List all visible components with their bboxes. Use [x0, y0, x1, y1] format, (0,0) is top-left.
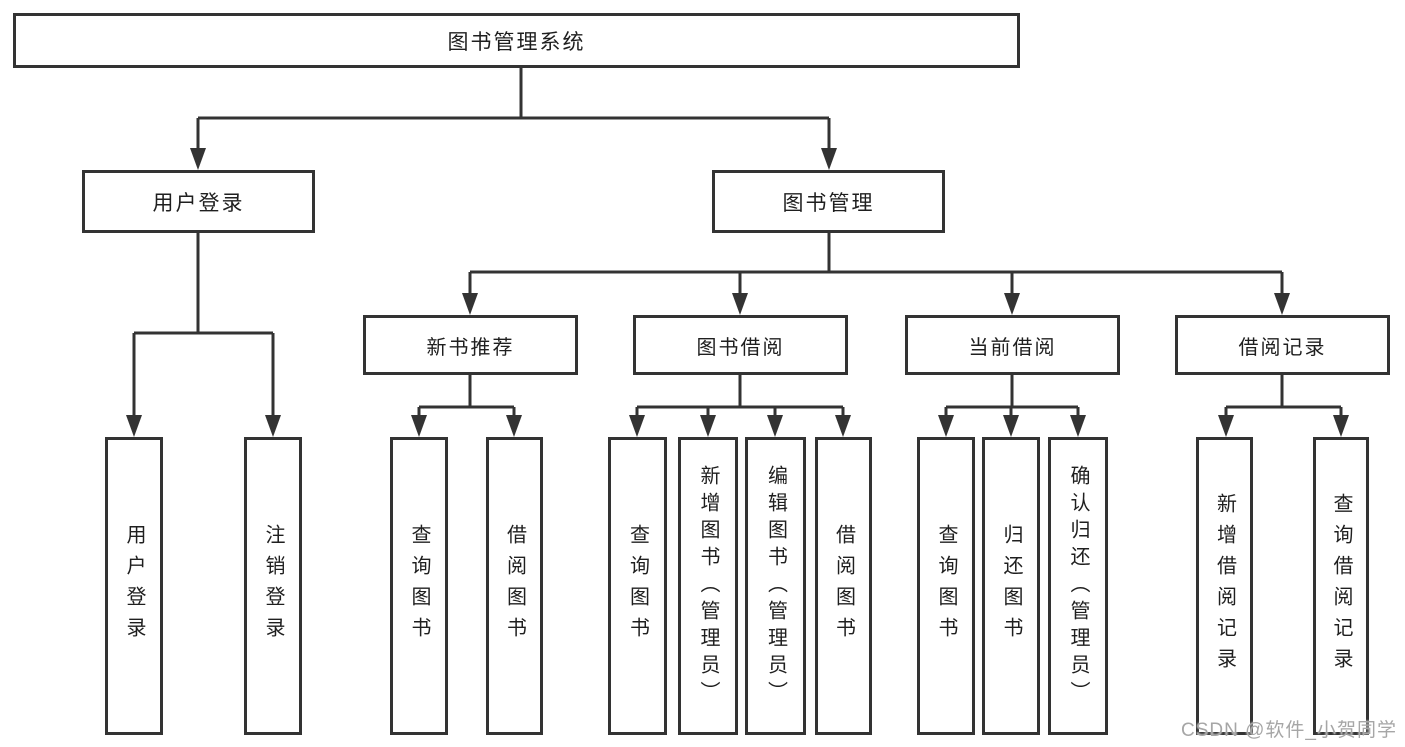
node-user-login: 用户登录 — [82, 170, 315, 233]
connector-user-login-arrows — [126, 415, 281, 437]
connector-new-book-recommend-arrows — [411, 415, 522, 437]
node-user-login-label: 用户登录 — [152, 191, 245, 215]
leaf-add-borrow-record-label: 新增借阅记录 — [1213, 493, 1236, 679]
leaf-query-books-recommend: 查询图书 — [390, 437, 448, 735]
connector-book-borrowing — [635, 375, 845, 417]
node-root: 图书管理系统 — [13, 13, 1020, 68]
leaf-logout-label: 注销登录 — [262, 524, 284, 648]
leaf-query-books-current-label: 查询图书 — [935, 524, 957, 648]
leaf-borrow-books-borrowing: 借阅图书 — [815, 437, 872, 735]
watermark: CSDN @软件_小贺同学 — [1181, 720, 1397, 741]
node-current-borrowing-label: 当前借阅 — [968, 336, 1057, 359]
connector-root-arrows — [190, 148, 837, 170]
leaf-confirm-return-admin-label: 确认归还（管理员） — [1067, 464, 1089, 708]
leaf-query-books-borrowing: 查询图书 — [608, 437, 667, 735]
leaf-borrow-books-recommend: 借阅图书 — [486, 437, 543, 735]
leaf-return-books-label: 归还图书 — [1000, 524, 1022, 648]
connector-book-borrowing-arrows — [629, 415, 851, 437]
node-book-borrowing: 图书借阅 — [633, 315, 848, 375]
leaf-query-books-borrowing-label: 查询图书 — [626, 524, 649, 648]
leaf-user-login-label: 用户登录 — [123, 524, 145, 648]
connector-book-management-arrows — [462, 293, 1290, 315]
leaf-add-book-admin: 新增图书（管理员） — [678, 437, 738, 735]
connector-current-borrowing — [944, 375, 1080, 417]
node-book-management-label: 图书管理 — [782, 191, 875, 215]
leaf-borrow-books-borrowing-label: 借阅图书 — [832, 524, 855, 648]
connector-root — [196, 68, 831, 150]
node-root-label: 图书管理系统 — [447, 30, 586, 54]
leaf-query-books-recommend-label: 查询图书 — [408, 524, 430, 648]
leaf-edit-book-admin-label: 编辑图书（管理员） — [764, 464, 787, 708]
leaf-query-borrow-record-label: 查询借阅记录 — [1330, 493, 1352, 679]
node-book-borrowing-label: 图书借阅 — [696, 336, 785, 359]
leaf-edit-book-admin: 编辑图书（管理员） — [745, 437, 806, 735]
leaf-return-books: 归还图书 — [982, 437, 1040, 735]
connector-borrowing-records — [1224, 375, 1343, 417]
node-borrowing-records: 借阅记录 — [1175, 315, 1390, 375]
leaf-add-book-admin-label: 新增图书（管理员） — [697, 464, 719, 708]
node-new-book-recommend-label: 新书推荐 — [426, 336, 515, 359]
leaf-confirm-return-admin: 确认归还（管理员） — [1048, 437, 1108, 735]
node-book-management: 图书管理 — [712, 170, 945, 233]
leaf-query-books-current: 查询图书 — [917, 437, 975, 735]
connector-borrowing-records-arrows — [1218, 415, 1349, 437]
connector-current-borrowing-arrows — [938, 415, 1086, 437]
leaf-query-borrow-record: 查询借阅记录 — [1313, 437, 1369, 735]
connector-new-book-recommend — [417, 375, 516, 417]
leaf-add-borrow-record: 新增借阅记录 — [1196, 437, 1253, 735]
leaf-borrow-books-recommend-label: 借阅图书 — [503, 524, 526, 648]
node-new-book-recommend: 新书推荐 — [363, 315, 578, 375]
leaf-user-login: 用户登录 — [105, 437, 163, 735]
node-current-borrowing: 当前借阅 — [905, 315, 1120, 375]
connector-book-management — [468, 233, 1284, 295]
connector-user-login — [132, 233, 275, 417]
leaf-logout: 注销登录 — [244, 437, 302, 735]
node-borrowing-records-label: 借阅记录 — [1238, 336, 1327, 359]
